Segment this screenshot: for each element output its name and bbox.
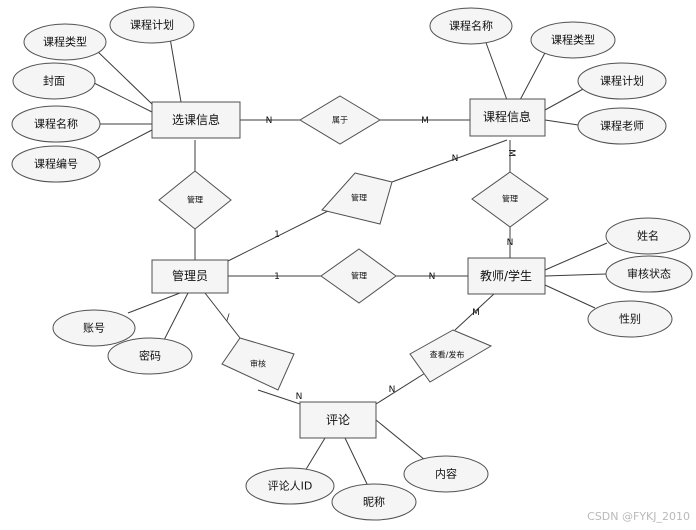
attribute-content: 内容 [403, 455, 489, 493]
relationship-manage-course: 管理 [321, 172, 393, 225]
svg-text:姓名: 姓名 [637, 229, 659, 243]
svg-text:性别: 性别 [619, 312, 641, 326]
relationship-manage-course-selection: 管理 [158, 170, 232, 230]
svg-text:管理: 管理 [187, 195, 203, 205]
attribute-course-number: 课程编号 [11, 145, 101, 183]
svg-text:课程类型: 课程类型 [43, 35, 87, 49]
svg-text:属于: 属于 [332, 116, 348, 125]
attribute-nickname: 昵称 [331, 483, 417, 521]
entity-course-selection: 选课信息 [151, 101, 241, 139]
cardinality-label: M [472, 308, 480, 318]
entity-course: 课程信息 [469, 98, 546, 137]
cardinality-label: N [266, 116, 273, 126]
watermark-text: CSDN @FYKJ_2010 [587, 510, 690, 523]
svg-text:课程类型: 课程类型 [551, 33, 595, 47]
attribute-password: 密码 [107, 337, 193, 375]
cardinality-label: N [452, 154, 459, 164]
attribute-review-status: 审核状态 [605, 255, 693, 293]
svg-text:管理: 管理 [351, 193, 367, 203]
cardinality-label: M [506, 149, 516, 157]
svg-text:课程计划: 课程计划 [130, 19, 174, 32]
attribute-cover: 封面 [12, 62, 96, 100]
cardinality-label: M [421, 116, 429, 126]
cardinality-labels: N M N 1 M N 1 N / N M N [226, 116, 516, 402]
attribute-course-name: 课程名称 [429, 7, 513, 45]
svg-text:课程信息: 课程信息 [483, 109, 531, 124]
entity-admin: 管理员 [151, 259, 229, 294]
relationship-manage-admin-teacher: 管理 [320, 248, 397, 304]
svg-text:管理员: 管理员 [172, 268, 208, 283]
cardinality-label: N [296, 392, 303, 402]
cardinality-label: / [226, 313, 230, 323]
attribute-commenter-id: 评论人ID [245, 467, 335, 505]
attribute-account: 账号 [52, 309, 136, 347]
cardinality-label: N [429, 272, 436, 282]
attribute-course-plan: 课程计划 [577, 62, 667, 100]
svg-text:选课信息: 选课信息 [172, 112, 220, 127]
svg-text:课程老师: 课程老师 [600, 120, 644, 133]
svg-text:评论人ID: 评论人ID [268, 479, 313, 493]
svg-text:管理: 管理 [351, 271, 367, 281]
svg-text:审核: 审核 [250, 359, 266, 369]
cardinality-label: 1 [274, 272, 280, 282]
cardinality-label: 1 [274, 230, 280, 240]
entity-teacher-student: 教师/学生 [467, 257, 546, 295]
svg-text:内容: 内容 [435, 467, 457, 481]
svg-text:评论: 评论 [326, 413, 350, 427]
attribute-course-type: 课程类型 [530, 21, 616, 59]
attribute-course-name: 课程名称 [11, 105, 101, 143]
svg-text:课程名称: 课程名称 [449, 19, 493, 33]
attribute-name: 姓名 [605, 217, 691, 255]
cardinality-label: N [507, 238, 514, 248]
svg-text:课程名称: 课程名称 [34, 117, 78, 131]
attribute-course-plan: 课程计划 [109, 6, 195, 44]
relationship-belongs: 属于 [299, 95, 381, 145]
svg-text:管理: 管理 [502, 194, 518, 204]
relationship-view-publish: 查看/发布 [409, 329, 493, 383]
attribute-course-teacher: 课程老师 [577, 107, 667, 145]
cardinality-label: N [389, 385, 396, 395]
svg-text:昵称: 昵称 [363, 495, 385, 509]
svg-text:审核状态: 审核状态 [627, 267, 671, 281]
svg-text:密码: 密码 [139, 349, 161, 363]
entity-comment: 评论 [299, 401, 377, 439]
svg-text:查看/发布: 查看/发布 [430, 350, 465, 360]
attribute-gender: 性别 [587, 300, 673, 338]
svg-text:账号: 账号 [83, 322, 105, 335]
svg-text:封面: 封面 [43, 74, 65, 88]
connector-lines [91, 37, 608, 487]
svg-text:教师/学生: 教师/学生 [480, 268, 532, 283]
svg-text:课程编号: 课程编号 [34, 157, 78, 171]
relationship-manage-teacher-student: 管理 [471, 171, 549, 228]
relationship-review: 审核 [221, 337, 295, 391]
svg-text:课程计划: 课程计划 [600, 75, 644, 88]
attribute-course-type: 课程类型 [23, 23, 107, 61]
